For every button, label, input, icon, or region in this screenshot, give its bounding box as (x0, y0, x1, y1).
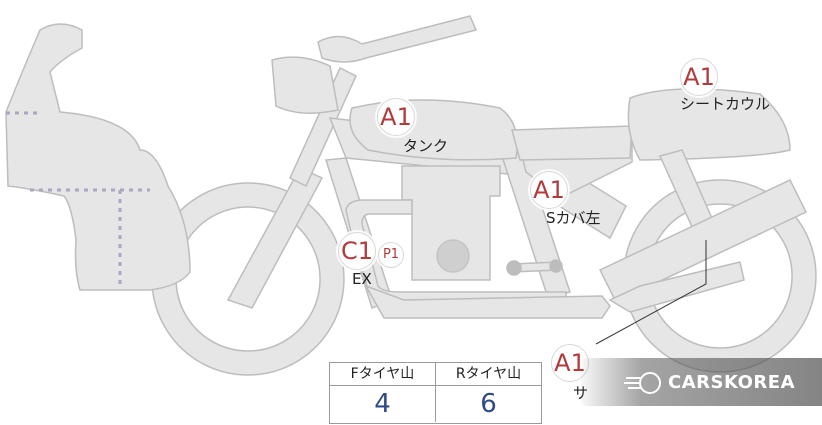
exhaust-marker[interactable]: C1 (338, 232, 376, 270)
seat-cowl-label: シートカウル (680, 95, 771, 113)
tank-label: タンク (403, 137, 449, 155)
tire-tread-table: Fタイヤ山 Rタイヤ山 4 6 (329, 362, 542, 424)
muffler-lower (608, 261, 745, 313)
muffler (598, 179, 808, 303)
front-tire-value: 4 (330, 386, 436, 422)
exhaust-pipe-2 (364, 284, 611, 319)
exhaust-label: EX (352, 270, 372, 288)
side-cover-marker[interactable]: A1 (530, 171, 568, 209)
rear-tire-value: 6 (480, 389, 497, 419)
front-tire-header: Fタイヤ山 (330, 363, 436, 386)
seat-cowl-marker[interactable]: A1 (680, 58, 718, 96)
rear-tire-header: Rタイヤ山 (436, 363, 541, 386)
headlight (271, 56, 339, 114)
carskorea-logo-icon (624, 372, 661, 394)
handlebar (317, 15, 478, 63)
engine-cover (436, 239, 470, 273)
tank-marker[interactable]: A1 (377, 98, 415, 136)
side-cover-label: Sカバ左 (546, 209, 601, 227)
front-fairing (5, 23, 191, 291)
watermark-banner (581, 358, 822, 406)
seat (511, 125, 633, 161)
exhaust-small-marker[interactable]: P1 (378, 242, 404, 268)
watermark-text: CARSKOREA (668, 372, 795, 393)
front-fork (226, 167, 324, 309)
